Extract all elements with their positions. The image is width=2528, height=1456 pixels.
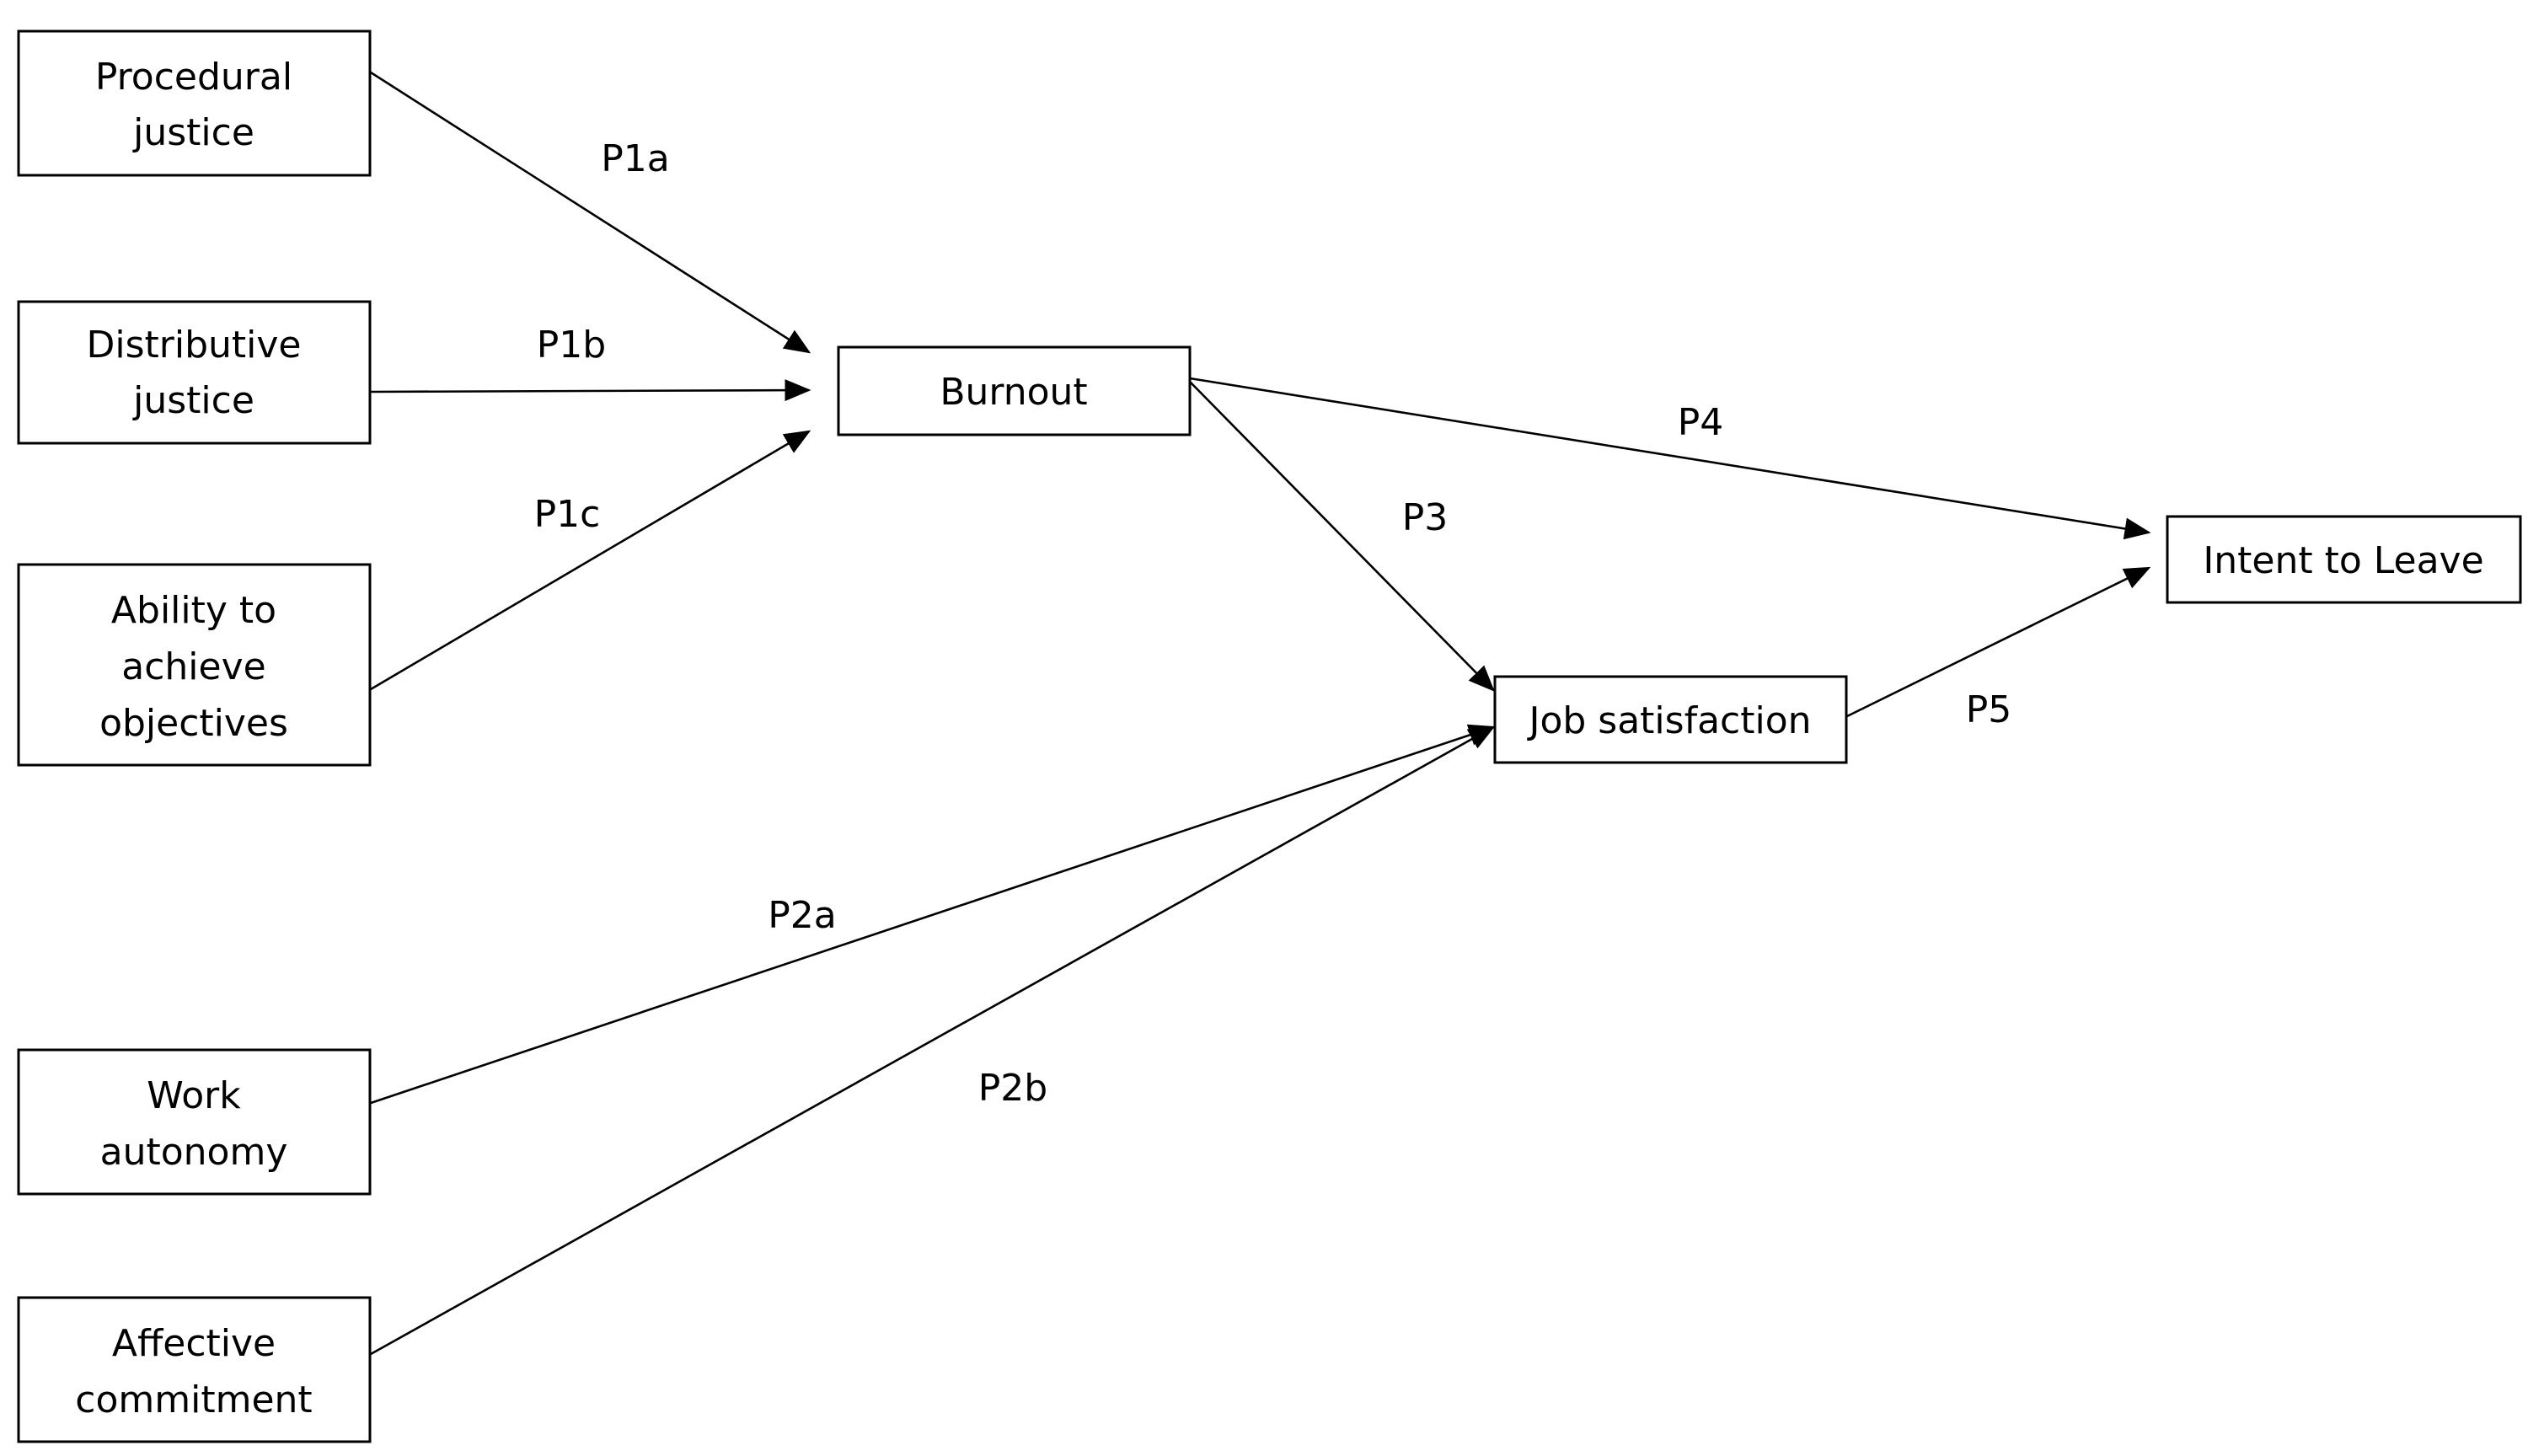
edge-p2b-arrow [370, 725, 1496, 1356]
node-box [17, 1048, 372, 1196]
node-label-line: Ability to [111, 589, 276, 632]
node-label-line: autonomy [100, 1131, 288, 1174]
node-label-line: Work [147, 1074, 241, 1117]
node-label-line: Distributive [87, 324, 302, 367]
node-label-line: commitment [75, 1378, 312, 1421]
edge-p1a-arrow [370, 71, 811, 354]
node-work-autonomy: Work autonomy [17, 1048, 372, 1196]
node-label-line: Procedural [95, 56, 292, 99]
edge-label-p1a: P1a [601, 137, 670, 180]
node-affective-commitment: Affective commitment [17, 1296, 372, 1443]
node-box [2166, 515, 2522, 604]
edge-labels-layer: P1a P1b P1c P3 P4 P5 P2a P2b [534, 137, 2012, 1110]
node-box [17, 300, 372, 445]
edge-p1b-arrow [370, 379, 811, 402]
node-box [1493, 675, 1848, 764]
node-ability-to-achieve-objectives: Ability to achieve objectives [17, 563, 372, 767]
edge-p2a-arrow [370, 724, 1496, 1105]
edge-p5-arrow [1845, 566, 2151, 719]
edge-label-p2a: P2a [768, 894, 837, 937]
node-label-line: Intent to Leave [2203, 539, 2483, 582]
node-burnout: Burnout [837, 345, 1192, 436]
node-label-line: Job satisfaction [1526, 699, 1811, 742]
node-distributive-justice: Distributive justice [17, 300, 372, 445]
node-label-line: Burnout [940, 371, 1087, 414]
node-label-line: Affective [112, 1322, 276, 1365]
edge-label-p1b: P1b [537, 324, 606, 367]
edge-label-p1c: P1c [534, 493, 601, 536]
edge-p4-arrow [1189, 377, 2151, 540]
node-box [17, 29, 372, 177]
edge-label-p3: P3 [1402, 496, 1449, 539]
node-procedural-justice: Procedural justice [17, 29, 372, 177]
edge-label-p2b: P2b [978, 1067, 1047, 1110]
node-box [17, 1296, 372, 1443]
node-intent-to-leave: Intent to Leave [2166, 515, 2522, 604]
edge-label-p5: P5 [1966, 688, 2012, 731]
node-box [17, 563, 372, 767]
edges-layer [370, 71, 2151, 1356]
node-label-line: achieve [121, 645, 265, 688]
node-job-satisfaction: Job satisfaction [1493, 675, 1848, 764]
node-label-line: justice [132, 379, 254, 422]
node-label-line: justice [132, 111, 254, 154]
edge-label-p4: P4 [1678, 401, 1724, 444]
edge-p1c-arrow [370, 430, 811, 691]
node-label-line: objectives [99, 702, 288, 745]
edge-p3-arrow [1189, 381, 1495, 692]
node-box [837, 345, 1192, 436]
